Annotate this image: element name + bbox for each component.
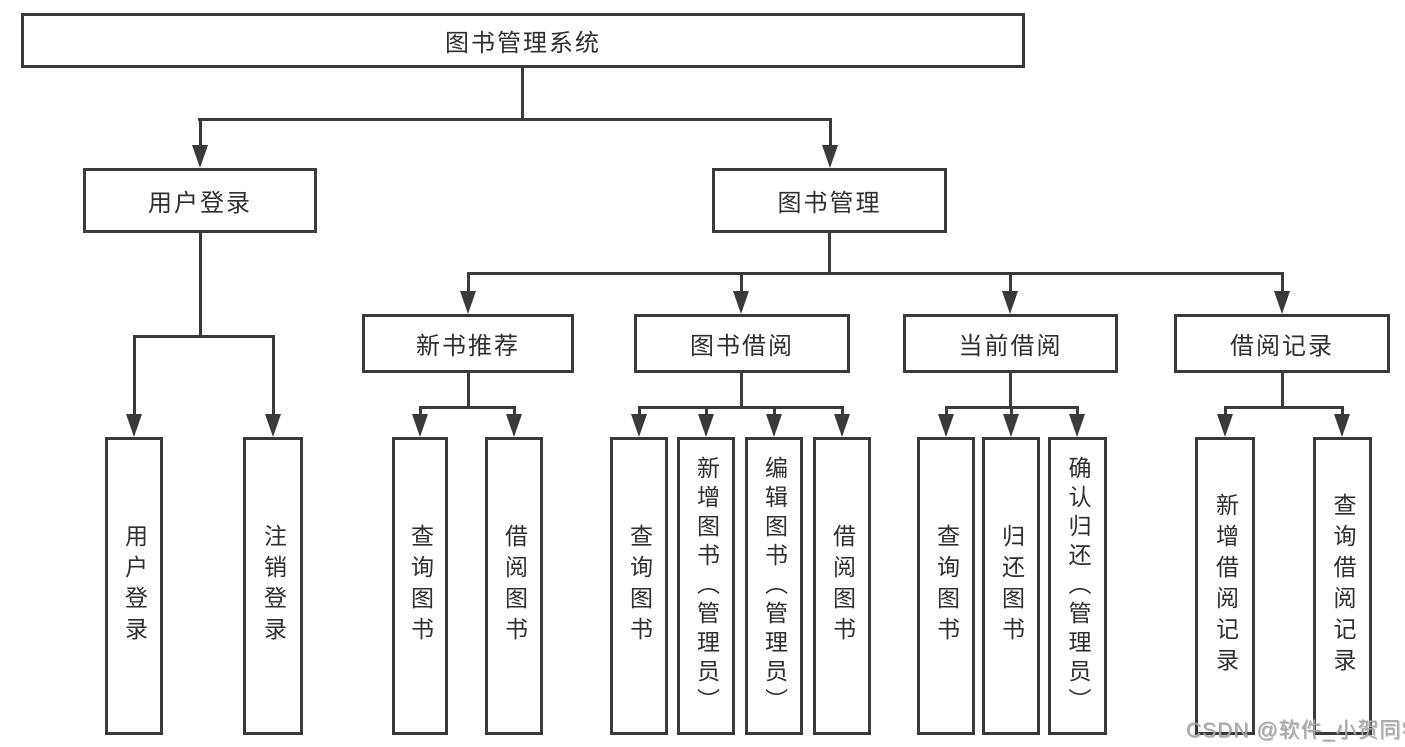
leaf-logout: 注销登录 bbox=[243, 437, 303, 735]
connector-shaft-borrow-records bbox=[1281, 272, 1284, 294]
arrow-down-icon bbox=[834, 414, 850, 437]
connector-shaft bbox=[1010, 406, 1013, 416]
leaf-borrow-books-borrowing: 借阅图书 bbox=[813, 437, 871, 735]
arrow-down-icon bbox=[1003, 414, 1019, 437]
leaf-borrow-books-recommend: 借阅图书 bbox=[485, 437, 543, 735]
node-book-management: 图书管理 bbox=[712, 168, 947, 233]
connector-shaft bbox=[1341, 406, 1344, 416]
leaf-query-books-recommend: 查询图书 bbox=[392, 437, 448, 735]
leaf-query-borrow-record: 查询借阅记录 bbox=[1313, 437, 1372, 735]
leaf-query-books-borrowing: 查询图书 bbox=[610, 437, 668, 735]
leaf-add-borrow-record: 新增借阅记录 bbox=[1195, 437, 1255, 735]
connector-shaft-new-book-rec bbox=[467, 272, 470, 294]
connector-shaft bbox=[513, 406, 516, 416]
connector-stem bbox=[740, 373, 743, 406]
connector-shaft-book-mgmt bbox=[829, 118, 832, 147]
connector-shaft-current-borrow bbox=[1009, 272, 1012, 294]
connector-book-mgmt-crossbar bbox=[467, 272, 1283, 275]
leaf-edit-books-admin: 编辑图书（管理员） bbox=[745, 437, 803, 735]
node-book-borrowing: 图书借阅 bbox=[634, 314, 850, 373]
arrow-down-icon bbox=[192, 145, 208, 168]
arrow-down-icon bbox=[1217, 414, 1233, 437]
leaf-query-books-current: 查询图书 bbox=[917, 437, 975, 735]
connector-book-mgmt-stem bbox=[828, 233, 831, 272]
connector-shaft-login-leaf bbox=[133, 335, 136, 416]
connector-shaft bbox=[841, 406, 844, 416]
arrow-down-icon bbox=[412, 414, 428, 437]
connector-shaft bbox=[773, 406, 776, 416]
connector-stem bbox=[1009, 373, 1012, 406]
node-root-library-system: 图书管理系统 bbox=[21, 13, 1025, 68]
connector-shaft bbox=[638, 406, 641, 416]
arrow-down-icon bbox=[1002, 291, 1018, 314]
csdn-watermark: CSDN @软件_小贺同学 bbox=[1186, 719, 1405, 742]
connector-user-login-crossbar bbox=[133, 335, 274, 338]
arrow-down-icon bbox=[506, 414, 522, 437]
arrow-down-icon bbox=[126, 414, 142, 437]
arrow-down-icon bbox=[733, 291, 749, 314]
connector-crossbar bbox=[638, 406, 844, 409]
arrow-down-icon bbox=[766, 414, 782, 437]
connector-root-stem bbox=[521, 68, 524, 118]
connector-shaft-user-login bbox=[199, 118, 202, 147]
connector-stem bbox=[467, 373, 470, 406]
connector-shaft bbox=[419, 406, 422, 416]
node-current-borrowing: 当前借阅 bbox=[903, 314, 1118, 373]
arrow-down-icon bbox=[631, 414, 647, 437]
connector-root-crossbar bbox=[198, 118, 832, 121]
arrow-down-icon bbox=[1274, 291, 1290, 314]
leaf-add-books-admin: 新增图书（管理员） bbox=[677, 437, 735, 735]
connector-shaft-book-borrow bbox=[740, 272, 743, 294]
leaf-user-login: 用户登录 bbox=[105, 437, 163, 735]
node-new-book-recommend: 新书推荐 bbox=[362, 314, 574, 373]
connector-shaft-logout-leaf bbox=[272, 335, 275, 416]
arrow-down-icon bbox=[265, 414, 281, 437]
arrow-down-icon bbox=[698, 414, 714, 437]
connector-shaft bbox=[1076, 406, 1079, 416]
connector-crossbar bbox=[419, 406, 516, 409]
connector-crossbar bbox=[1224, 406, 1343, 409]
connector-shaft bbox=[705, 406, 708, 416]
connector-shaft bbox=[945, 406, 948, 416]
connector-stem bbox=[1281, 373, 1284, 406]
leaf-confirm-return-admin: 确认归还（管理员） bbox=[1048, 437, 1107, 735]
leaf-return-books: 归还图书 bbox=[982, 437, 1040, 735]
node-borrowing-records: 借阅记录 bbox=[1174, 314, 1390, 373]
arrow-down-icon bbox=[460, 291, 476, 314]
connector-user-login-stem bbox=[199, 233, 202, 335]
arrow-down-icon bbox=[1069, 414, 1085, 437]
arrow-down-icon bbox=[822, 145, 838, 168]
connector-shaft bbox=[1224, 406, 1227, 416]
node-user-login: 用户登录 bbox=[83, 168, 317, 233]
arrow-down-icon bbox=[1334, 414, 1350, 437]
arrow-down-icon bbox=[938, 414, 954, 437]
